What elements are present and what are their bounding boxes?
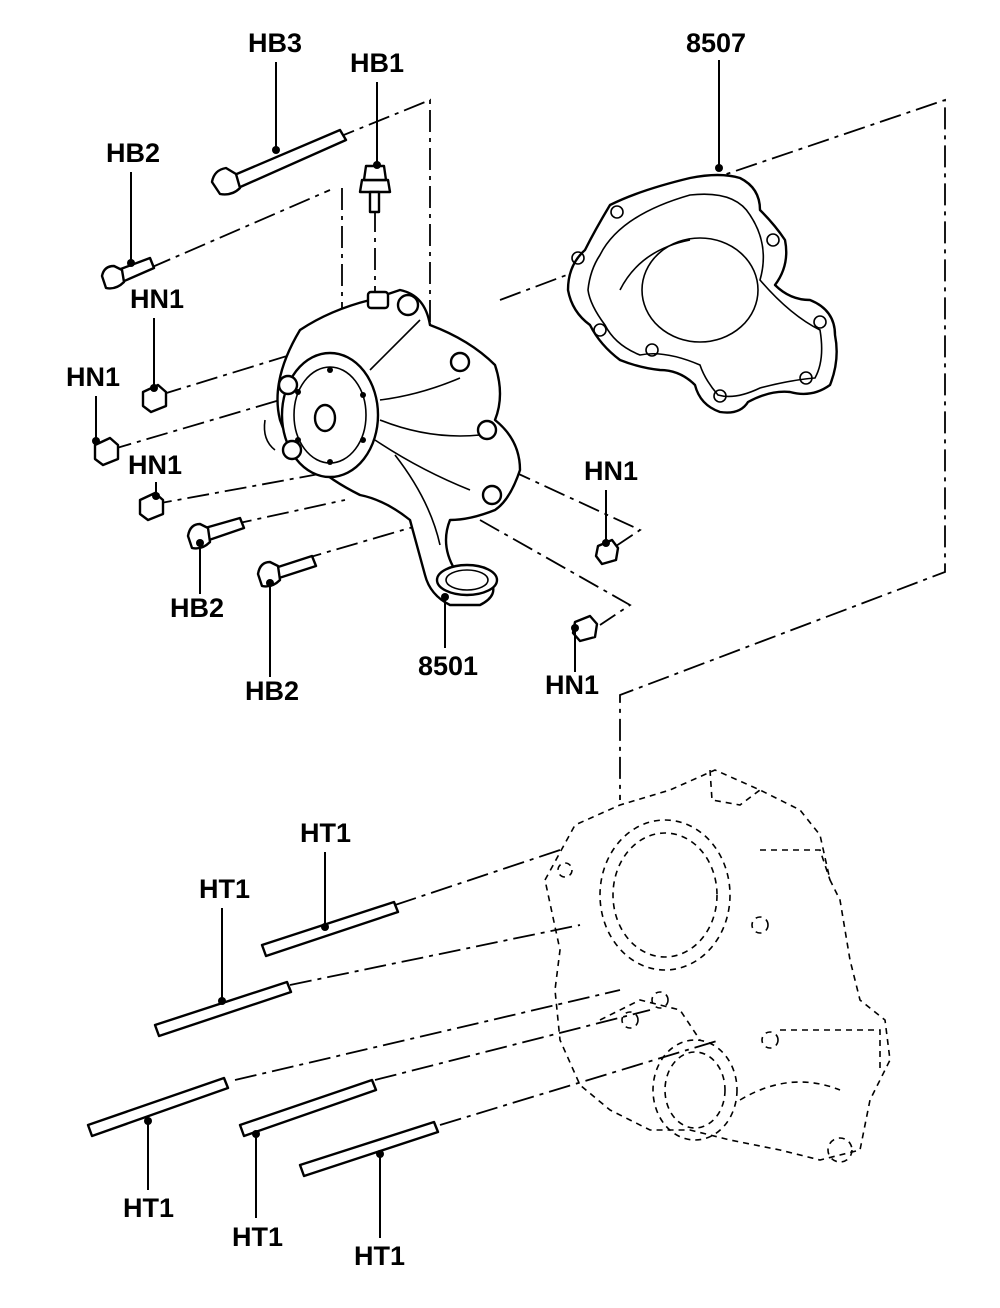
callout-labels: HB3 HB1 8507 HB2 HN1 HN1 HN1 HN1 HB2 850… xyxy=(66,28,746,1271)
label-ht1-second: HT1 xyxy=(199,874,250,904)
label-hb2-top: HB2 xyxy=(106,138,160,168)
studs-ht1 xyxy=(86,900,440,1178)
label-hn1-b: HN1 xyxy=(66,362,120,392)
label-ht1-top: HT1 xyxy=(300,818,351,848)
label-hn1-right-lower: HN1 xyxy=(545,670,599,700)
label-hn1-a: HN1 xyxy=(130,284,184,314)
label-8501: 8501 xyxy=(418,651,478,681)
leader-lines xyxy=(92,60,723,1238)
bolt-hb3 xyxy=(210,128,348,196)
bolt-hb2-mid xyxy=(186,516,246,550)
label-hb2-low: HB2 xyxy=(245,676,299,706)
bolt-hb2-top xyxy=(100,256,156,290)
bolt-hb1 xyxy=(358,164,392,214)
label-hb2-mid: HB2 xyxy=(170,593,224,623)
label-ht1-bottom-right: HT1 xyxy=(354,1241,405,1271)
label-hn1-c: HN1 xyxy=(128,450,182,480)
water-pump-8501 xyxy=(263,288,522,607)
label-hb1: HB1 xyxy=(350,48,404,78)
gasket-8507 xyxy=(566,173,838,414)
label-8507: 8507 xyxy=(686,28,746,58)
engine-block xyxy=(544,769,891,1163)
label-hb3: HB3 xyxy=(248,28,302,58)
label-ht1-bottom-mid: HT1 xyxy=(232,1222,283,1252)
bolt-hb2-low xyxy=(256,554,318,588)
label-hn1-right-upper: HN1 xyxy=(584,456,638,486)
alignment-lines xyxy=(109,98,946,1126)
label-ht1-bottom-left: HT1 xyxy=(123,1193,174,1223)
